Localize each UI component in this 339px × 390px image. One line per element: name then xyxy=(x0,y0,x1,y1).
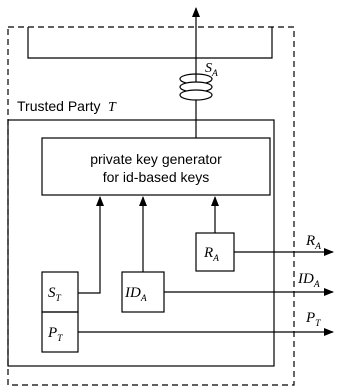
inner-upper-bracket xyxy=(27,27,273,59)
key-generator-box xyxy=(41,137,271,196)
outer-system-boundary xyxy=(7,26,295,386)
st-block-label: ST xyxy=(48,285,62,304)
sa-output-label: SA xyxy=(205,61,218,79)
coil-icon xyxy=(179,73,213,101)
ida-output-label: IDA xyxy=(297,271,320,290)
ra-block-label: RA xyxy=(203,245,219,264)
trusted-party-label: Trusted Party T xyxy=(17,98,117,115)
trusted-party-box xyxy=(7,119,275,367)
ida-block-label: IDA xyxy=(124,285,147,304)
key-generator-label-line1: private key generator xyxy=(90,151,222,167)
pt-block-label: PT xyxy=(47,325,63,344)
key-generator-label-line2: for id-based keys xyxy=(103,169,210,185)
st-to-generator-line xyxy=(78,196,104,294)
pt-output-label: PT xyxy=(305,310,321,329)
ra-output-label: RA xyxy=(305,233,321,252)
ra-block xyxy=(195,232,235,272)
